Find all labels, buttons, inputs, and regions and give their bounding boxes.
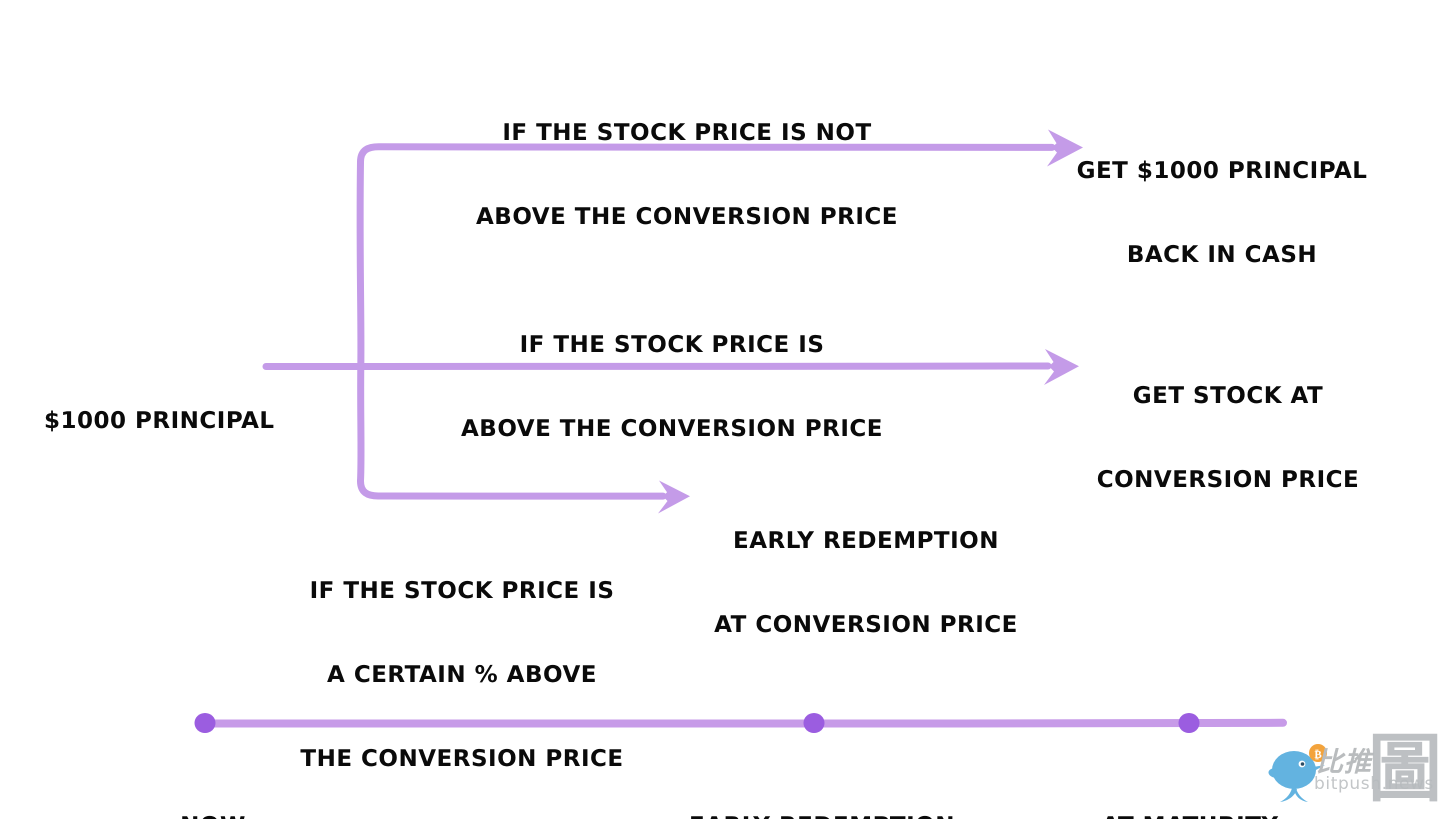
branch-stem-path bbox=[356, 158, 365, 485]
branch-3-outcome-label: EARLY REDEMPTION AT CONVERSION PRICE bbox=[714, 471, 1018, 695]
source-label: $1000 PRINCIPAL bbox=[44, 351, 275, 491]
branch-1-outcome-line2: BACK IN CASH bbox=[1126, 242, 1318, 269]
branch-2-condition-line1: IF THE STOCK PRICE IS bbox=[519, 332, 825, 359]
branch-2-arrowhead bbox=[1044, 349, 1079, 385]
branch-3-condition-label: IF THE STOCK PRICE IS A CERTAIN % ABOVE … bbox=[300, 521, 623, 819]
branch-1-path bbox=[357, 143, 1056, 166]
timeline-label-now-text: NOW bbox=[180, 812, 246, 819]
timeline-dot-now bbox=[194, 713, 216, 733]
branch-1-arrowhead bbox=[1047, 129, 1083, 167]
branch-2-outcome-line1: GET STOCK AT bbox=[1132, 383, 1324, 410]
timeline-axis bbox=[201, 718, 1287, 728]
branch-3-path bbox=[357, 477, 667, 500]
branch-2-condition-label: IF THE STOCK PRICE IS ABOVE THE CONVERSI… bbox=[461, 275, 883, 499]
branch-3-arrowhead bbox=[658, 480, 690, 514]
timeline-label-now: NOW bbox=[180, 756, 246, 819]
source-label-text: $1000 PRINCIPAL bbox=[44, 408, 275, 435]
timeline-dot-early-redemption bbox=[803, 713, 825, 733]
branch-2-condition-line2: ABOVE THE CONVERSION PRICE bbox=[461, 416, 883, 443]
branch-3-condition-line1: IF THE STOCK PRICE IS bbox=[309, 578, 615, 605]
branch-1-outcome-label: GET $1000 PRINCIPAL BACK IN CASH bbox=[1077, 101, 1368, 325]
branch-1-outcome-line1: GET $1000 PRINCIPAL bbox=[1076, 158, 1368, 185]
timeline-label-early-redemption-text: EARLY REDEMPTION bbox=[689, 812, 955, 819]
branch-1-condition-line2: ABOVE THE CONVERSION PRICE bbox=[476, 204, 898, 231]
branch-3-outcome-line1: EARLY REDEMPTION bbox=[733, 528, 999, 555]
timeline-label-at-maturity-text: AT MATURITY bbox=[1101, 812, 1278, 819]
timeline-label-at-maturity: AT MATURITY bbox=[1101, 756, 1278, 819]
branch-2-outcome-line2: CONVERSION PRICE bbox=[1096, 467, 1360, 494]
timeline-label-early-redemption: EARLY REDEMPTION bbox=[689, 756, 955, 819]
timeline-dot-at-maturity bbox=[1178, 713, 1200, 733]
branch-3-condition-line3: THE CONVERSION PRICE bbox=[300, 746, 624, 773]
branch-2-outcome-label: GET STOCK AT CONVERSION PRICE bbox=[1097, 326, 1360, 550]
branch-1-condition-line1: IF THE STOCK PRICE IS NOT bbox=[502, 120, 872, 147]
branch-1-condition-label: IF THE STOCK PRICE IS NOT ABOVE THE CONV… bbox=[476, 63, 898, 287]
branch-3-condition-line2: A CERTAIN % ABOVE bbox=[327, 662, 597, 689]
branch-2-path bbox=[262, 362, 1052, 370]
branch-3-outcome-line2: AT CONVERSION PRICE bbox=[714, 612, 1018, 639]
